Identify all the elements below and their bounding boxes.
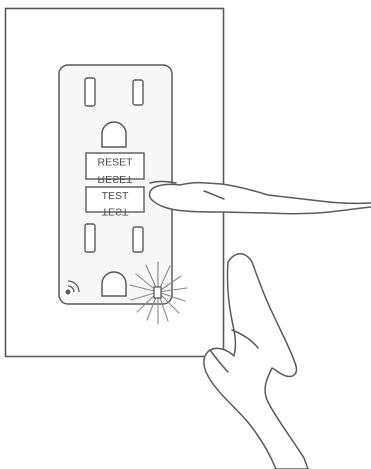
test-label-mirrored: TEST (102, 206, 129, 218)
top-right-slot (133, 80, 143, 105)
upper-hand-knuckle-line (150, 182, 176, 184)
top-ground-hole (102, 122, 126, 147)
upper-hand (150, 183, 371, 214)
hand-icon (150, 182, 371, 214)
bottom-right-slot (133, 227, 143, 252)
reset-label: RESET (97, 157, 133, 169)
bottom-ground-hole (102, 272, 126, 296)
top-left-slot (85, 78, 95, 106)
bottom-left-slot (85, 224, 95, 252)
led-indicator-icon (154, 287, 161, 298)
test-label: TEST (102, 190, 129, 202)
reset-label-mirrored: RESET (97, 173, 133, 185)
